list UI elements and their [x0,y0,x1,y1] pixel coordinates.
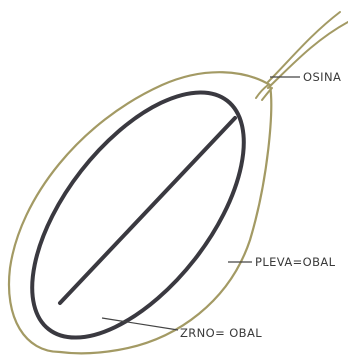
awn-label: OSINA [303,70,341,84]
husk-label: PLEVA=OBAL [255,255,336,269]
grain-outline [0,56,284,358]
grain-crease-line [60,118,235,303]
grain-label: ZRNO= OBAL [180,326,262,340]
